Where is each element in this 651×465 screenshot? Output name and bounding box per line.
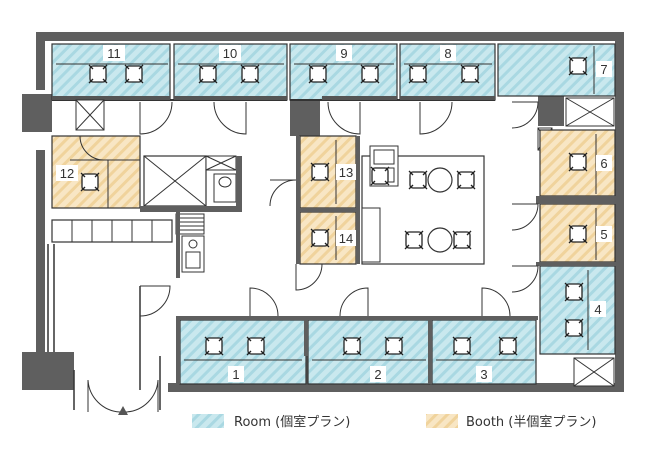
chair-icon (310, 162, 330, 182)
chair-icon (240, 64, 260, 84)
table-icon (427, 227, 453, 253)
chair-icon (564, 282, 584, 302)
chair-icon (88, 64, 108, 84)
shelving (51, 212, 205, 278)
core (140, 155, 242, 212)
legend: Room (個室プラン) Booth (半個室プラン) (192, 414, 596, 430)
chair-icon (408, 170, 428, 190)
chair-icon (452, 336, 472, 356)
chair-icon (568, 224, 588, 244)
chair-icon (360, 64, 380, 84)
room-number-12: 12 (60, 166, 74, 181)
chair-icon (204, 336, 224, 356)
room-number-11: 11 (107, 46, 121, 61)
room-number-10: 10 (223, 46, 237, 61)
room-number-2: 2 (374, 367, 381, 382)
room-number-4: 4 (594, 302, 601, 317)
entrance-arrow-icon (118, 406, 128, 415)
room-number-9: 9 (340, 46, 347, 61)
chair-icon (384, 336, 404, 356)
room-7 (497, 43, 616, 97)
room-number-14: 14 (339, 231, 353, 246)
chair-icon (568, 56, 588, 76)
door-swing-icon (87, 379, 121, 413)
chair-icon (342, 336, 362, 356)
chair-icon (408, 64, 428, 84)
chair-icon (198, 64, 218, 84)
chair-icon (404, 230, 424, 250)
chair-icon (124, 64, 144, 84)
room-2 (307, 319, 431, 385)
chair-icon (456, 170, 476, 190)
door-swings (79, 101, 539, 317)
room-number-labels: 11 10 9 8 7 12 13 14 6 5 4 1 2 3 (56, 45, 612, 382)
chair-icon (564, 318, 584, 338)
booth-area-12 (51, 99, 141, 209)
legend-booth-swatch (426, 414, 458, 428)
booth-6 (539, 129, 616, 197)
chair-icon (370, 166, 390, 186)
chair-icon (310, 228, 330, 248)
room-number-6: 6 (600, 156, 607, 171)
chair-icon (308, 64, 328, 84)
chair-icon (246, 336, 266, 356)
table-icon (427, 167, 453, 193)
right-rooms (536, 97, 616, 387)
chair-icon (568, 152, 588, 172)
room-number-8: 8 (444, 46, 451, 61)
room-number-13: 13 (339, 165, 353, 180)
legend-room-swatch (192, 414, 224, 428)
room-number-5: 5 (600, 227, 607, 242)
room-number-7: 7 (600, 62, 607, 77)
chair-icon (460, 64, 480, 84)
room-number-3: 3 (480, 367, 487, 382)
legend-booth-label: Booth (半個室プラン) (466, 414, 596, 430)
chair-icon (80, 172, 100, 192)
chair-icon (498, 336, 518, 356)
chair-icon (452, 230, 472, 250)
entrance-corridor (47, 244, 161, 415)
room-number-1: 1 (232, 367, 239, 382)
legend-room-label: Room (個室プラン) (234, 414, 350, 430)
